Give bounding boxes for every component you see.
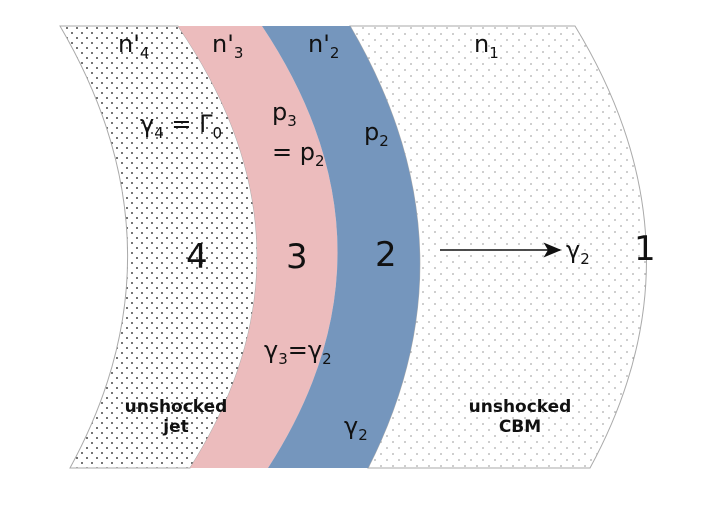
region-4-density-label: n'4 (118, 30, 149, 62)
gamma2-arrow-label: γ2 (566, 236, 590, 268)
region-2-number: 2 (375, 235, 397, 275)
region-3-density-label: n'3 (212, 30, 243, 62)
p3-label: p3 (272, 98, 297, 130)
region-1-density-label: n1 (474, 30, 499, 62)
p3-equals-p2: = p2 (272, 138, 325, 170)
jet-caption-line1: unshocked (125, 397, 228, 417)
region-3-shape (178, 26, 338, 468)
cbm-caption-line2: CBM (499, 417, 541, 437)
region-1-number: 1 (634, 229, 656, 269)
region-2-density-label: n'2 (308, 30, 339, 62)
region-2-shape (262, 26, 420, 468)
p2-label: p2 (364, 118, 389, 150)
gamma4-equation: γ4 = Γ0 (140, 110, 222, 142)
gamma2-bottom-label: γ2 (344, 412, 368, 444)
gamma3-equation: γ3=γ2 (264, 336, 332, 368)
region-4-number: 4 (186, 237, 208, 277)
region-3-number: 3 (286, 237, 308, 277)
jet-caption-line2: jet (162, 417, 188, 437)
cbm-caption-line1: unshocked (469, 397, 572, 417)
